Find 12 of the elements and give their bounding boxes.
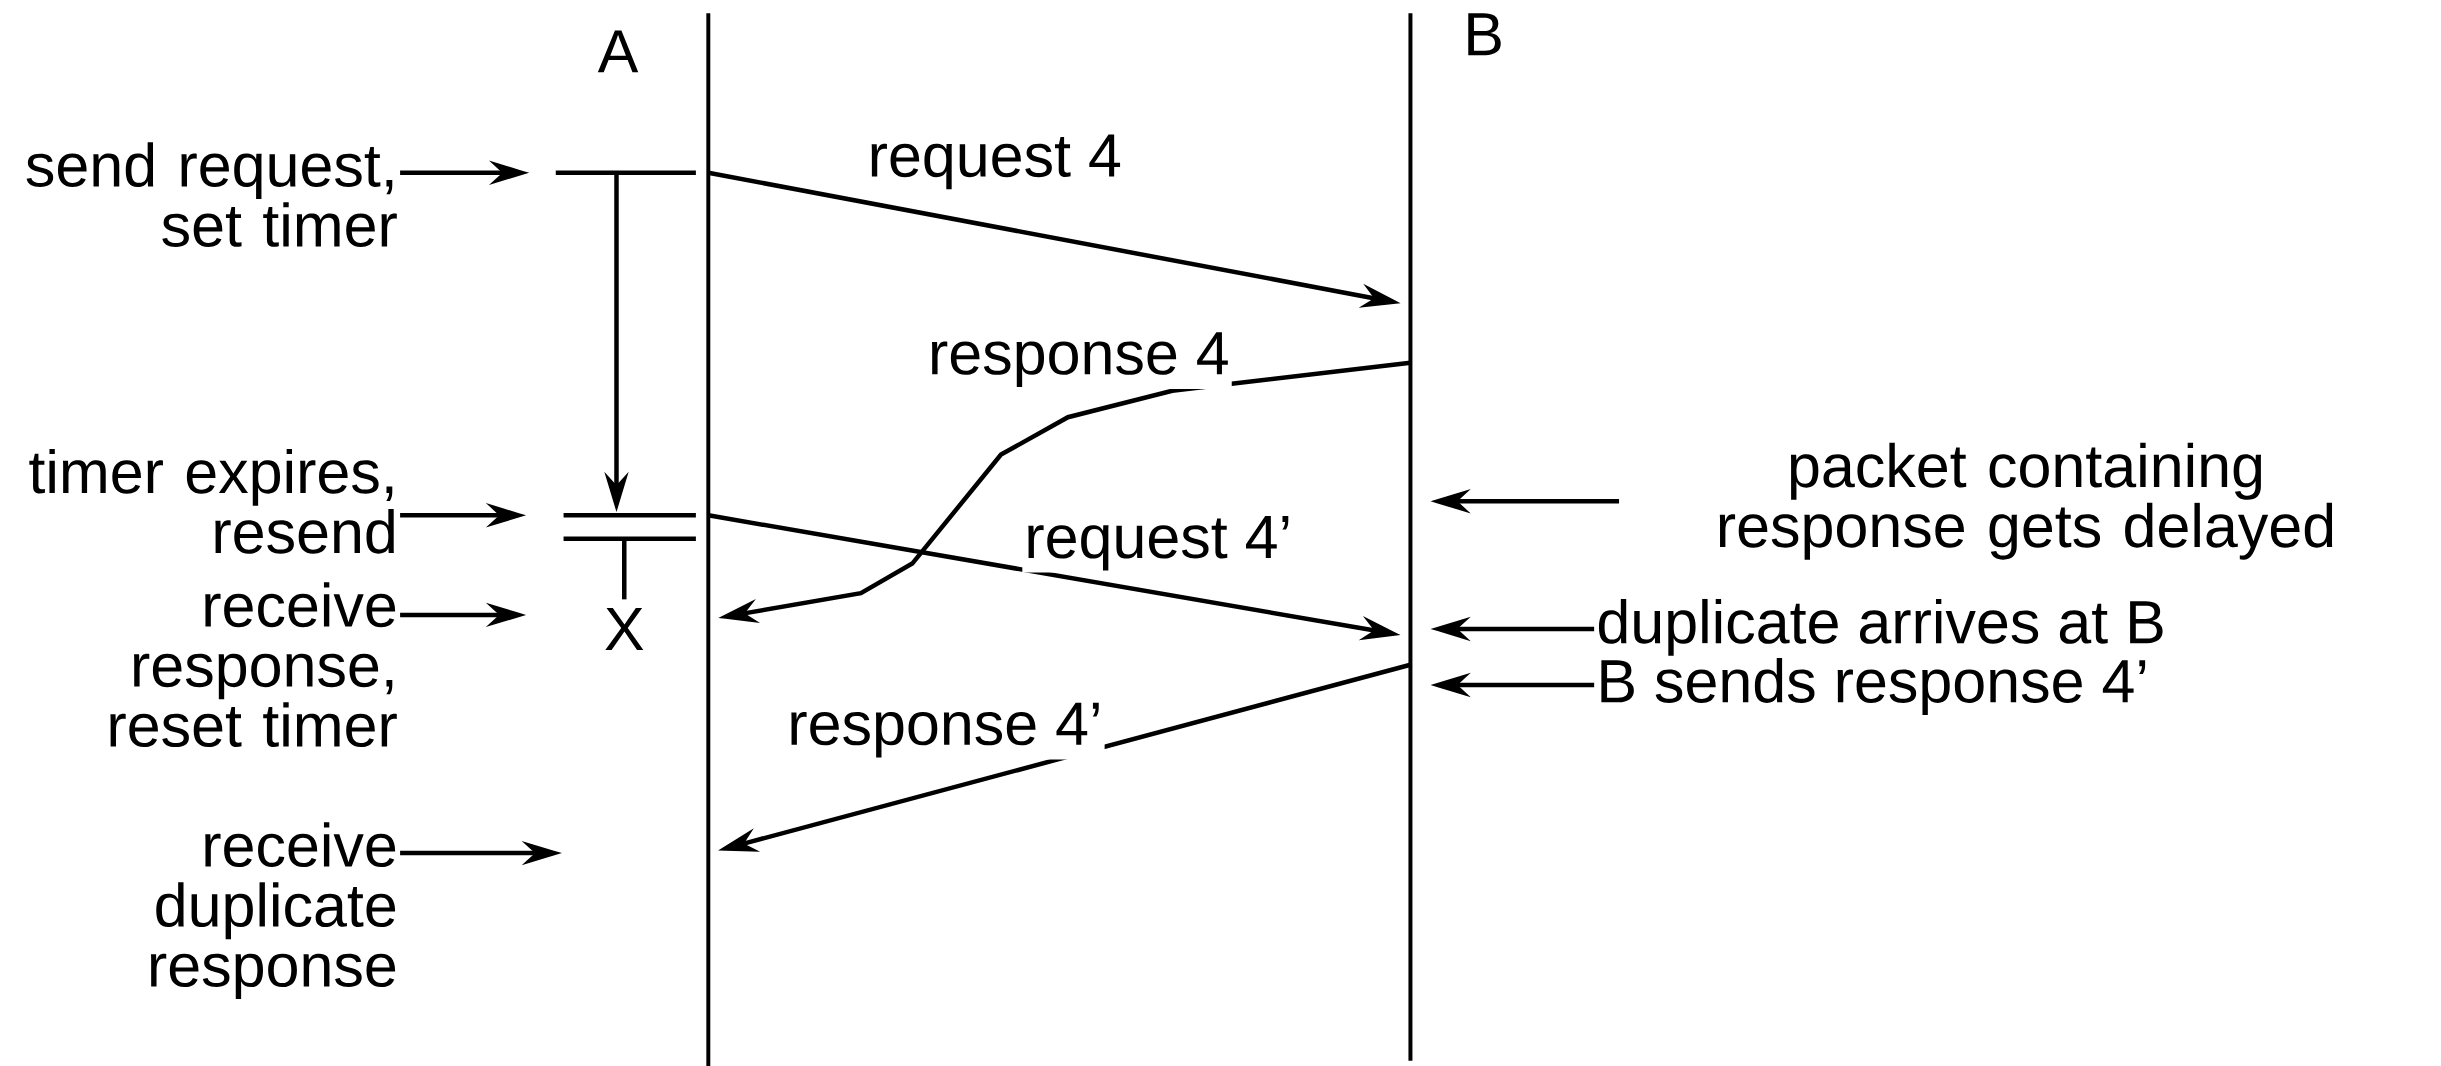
edge-label: response 4 (925, 330, 1232, 389)
annotation-text: duplicate arrives at B (1598, 598, 2163, 656)
edge-label: response 4’ (785, 700, 1105, 760)
lifeline: B (1408, 13, 1501, 1061)
annotation-text: receive response, reset timer (110, 582, 397, 747)
edge-label: request 4’ (1022, 513, 1295, 573)
annotation-text: packet containing response gets delayed (1719, 442, 2333, 560)
annotation-text: send request, set timer (26, 142, 397, 247)
edge-label: request 4 (865, 132, 1124, 191)
lost-mark: X (605, 607, 644, 650)
annotation-text: receive duplicate response (151, 822, 396, 999)
annotation-text: B sends response 4’ (1601, 657, 2146, 715)
